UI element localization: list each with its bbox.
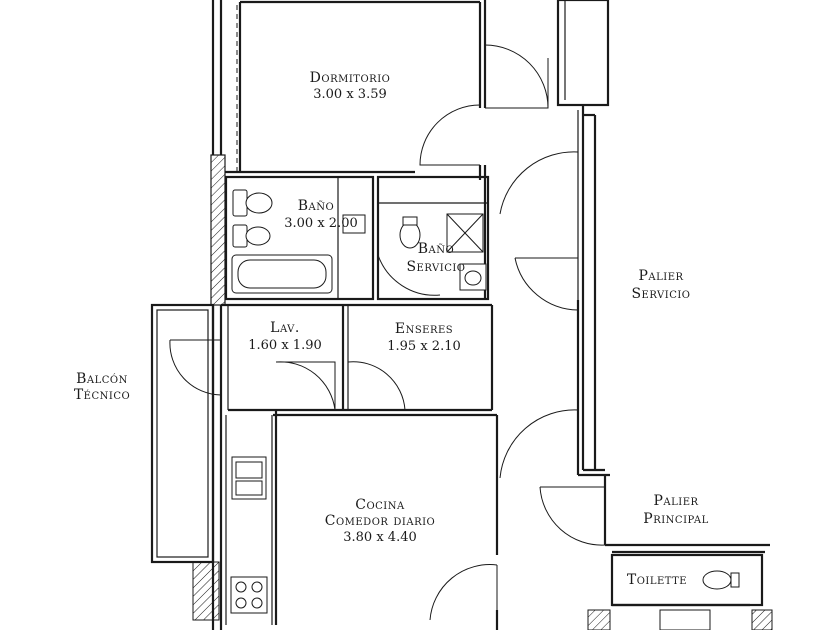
sink-icon [342,214,366,234]
enseres-name: Enseres [395,321,453,337]
bano-name: Baño [298,198,334,214]
toilette-name: Toilette [627,572,687,588]
walls [150,0,773,630]
cocina-line2: Comedor diario [325,513,436,529]
room-labels: Dormitorio 3.00 x 3.59 Baño 3.00 x 2.00 … [74,70,708,588]
cocina-dims: 3.80 x 4.40 [343,530,417,545]
toilette-sink-icon [659,609,711,630]
palier-principal-line2: Principal [643,511,708,527]
palier-principal-line1: Palier [653,493,698,509]
bano-servicio-line2: Servicio [406,259,465,275]
bano-dims: 3.00 x 2.00 [284,216,358,231]
toilet-icon [232,189,248,217]
lav-dims: 1.60 x 1.90 [248,338,322,353]
dormitorio-dims: 3.00 x 3.59 [313,87,387,102]
palier-servicio-line2: Servicio [631,286,690,302]
palier-servicio-line1: Palier [638,268,683,284]
bano-servicio-line1: Baño [418,241,454,257]
doors [169,44,681,630]
balcon-tecnico-line2: Técnico [74,387,130,403]
bidet-icon [232,224,248,248]
lav-name: Lav. [270,320,300,336]
fixtures [230,189,740,630]
dormitorio-name: Dormitorio [310,70,391,86]
balcon-tecnico-line1: Balcón [76,371,128,387]
stove-icon [230,576,268,614]
cocina-line1: Cocina [355,497,405,513]
enseres-dims: 1.95 x 2.10 [387,339,461,354]
toilette-toilet-icon [702,570,732,590]
hatched-column-left [210,154,226,306]
